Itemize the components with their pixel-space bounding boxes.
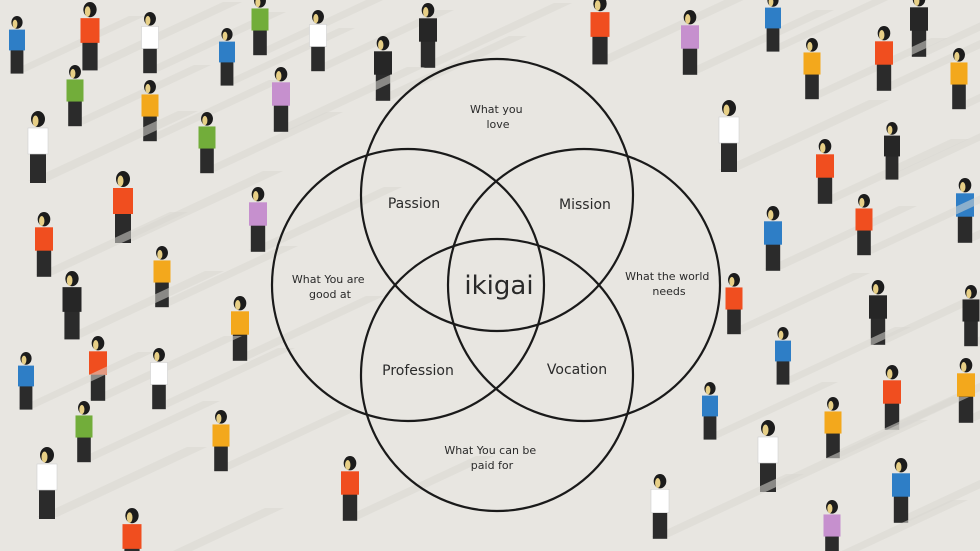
person-figure bbox=[62, 271, 224, 340]
person-figure bbox=[803, 38, 948, 100]
person-figure bbox=[66, 65, 211, 127]
label-world-needs-line-2: needs bbox=[652, 285, 685, 298]
person-figure bbox=[198, 112, 343, 174]
person-figure bbox=[35, 212, 188, 277]
person-figure bbox=[757, 420, 928, 492]
person-figure bbox=[212, 410, 357, 472]
circle-good-at bbox=[270, 147, 546, 423]
person-figure bbox=[823, 500, 968, 551]
person-figure bbox=[884, 121, 980, 180]
circle-world-needs bbox=[446, 147, 722, 423]
region-mission: Mission bbox=[559, 197, 611, 213]
label-what-the-world-needs: What the world needs bbox=[625, 270, 713, 298]
person-figure bbox=[718, 100, 889, 172]
person-figure bbox=[231, 296, 384, 361]
center-ikigai: ikigai bbox=[464, 271, 533, 301]
person-figure bbox=[341, 456, 494, 521]
person-figure bbox=[36, 447, 207, 519]
person-figure bbox=[150, 348, 295, 410]
person-figure bbox=[702, 382, 838, 440]
person-figure bbox=[419, 3, 572, 68]
person-figure bbox=[122, 507, 284, 551]
person-figure bbox=[27, 111, 198, 183]
region-profession: Profession bbox=[382, 363, 454, 379]
person-figure bbox=[650, 474, 804, 539]
circle-love bbox=[359, 57, 635, 333]
person-figure bbox=[272, 67, 425, 132]
person-figure bbox=[725, 273, 870, 335]
label-what-you-are-good-at: What You are good at bbox=[292, 273, 368, 301]
person-figure bbox=[80, 2, 242, 71]
person-figure bbox=[9, 16, 145, 74]
label-love-line-2: love bbox=[486, 118, 509, 131]
person-figure bbox=[590, 0, 744, 65]
label-world-needs-line-1: What the world bbox=[625, 270, 709, 283]
label-paid-for-line-1: What You can be bbox=[444, 444, 536, 457]
person-figure bbox=[950, 48, 980, 110]
label-paid-for-line-2: paid for bbox=[471, 459, 514, 472]
label-love-line-1: What you bbox=[470, 103, 523, 116]
region-vocation: Vocation bbox=[547, 362, 607, 378]
person-figure bbox=[775, 327, 911, 385]
person-figure bbox=[892, 458, 980, 523]
person-figure bbox=[153, 246, 298, 308]
person-figure bbox=[855, 194, 980, 256]
person-figure bbox=[18, 352, 154, 410]
label-good-at-line-2: good at bbox=[309, 288, 352, 301]
person-figure bbox=[957, 358, 980, 423]
person-figure bbox=[249, 187, 402, 252]
person-figure bbox=[141, 11, 286, 74]
label-good-at-line-1: What You are bbox=[292, 273, 365, 286]
person-figure bbox=[75, 401, 220, 463]
person-figure bbox=[765, 0, 889, 52]
circle-paid-for bbox=[359, 237, 635, 513]
region-passion: Passion bbox=[388, 196, 440, 212]
label-what-you-can-be-paid-for: What You can be paid for bbox=[444, 444, 539, 472]
person-figure bbox=[764, 206, 917, 271]
label-what-you-love: What you love bbox=[470, 103, 526, 131]
person-figure bbox=[681, 10, 834, 75]
person-figure bbox=[883, 365, 980, 430]
person-figure bbox=[962, 285, 980, 347]
